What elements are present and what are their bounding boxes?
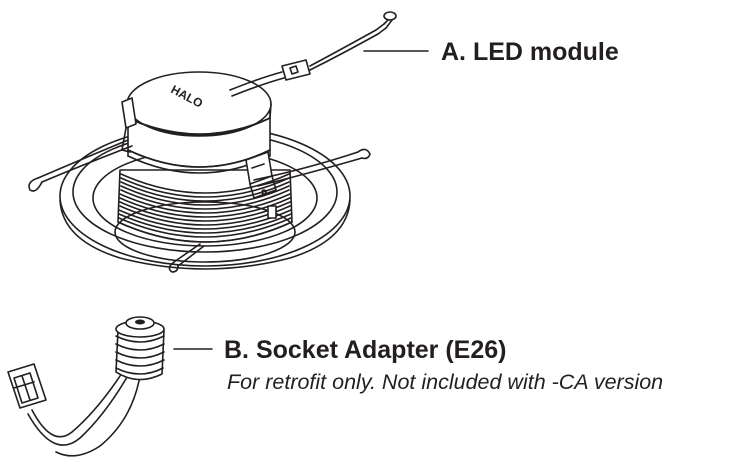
led-module-label: A. LED module — [441, 38, 619, 66]
socket-adapter-drawing — [7, 316, 213, 457]
baffle — [114, 169, 296, 263]
wire-lead — [229, 11, 397, 97]
socket-adapter-note: For retrofit only. Not included with -CA… — [227, 370, 664, 394]
mounting-clips — [121, 97, 277, 219]
led-module-drawing: HALO — [28, 11, 429, 273]
torsion-springs — [28, 139, 371, 273]
adapter-connector — [7, 363, 47, 409]
adapter-leads — [27, 369, 141, 457]
adapter-base — [115, 316, 165, 381]
housing — [126, 71, 272, 174]
socket-adapter-label: B. Socket Adapter (E26) — [224, 336, 507, 364]
